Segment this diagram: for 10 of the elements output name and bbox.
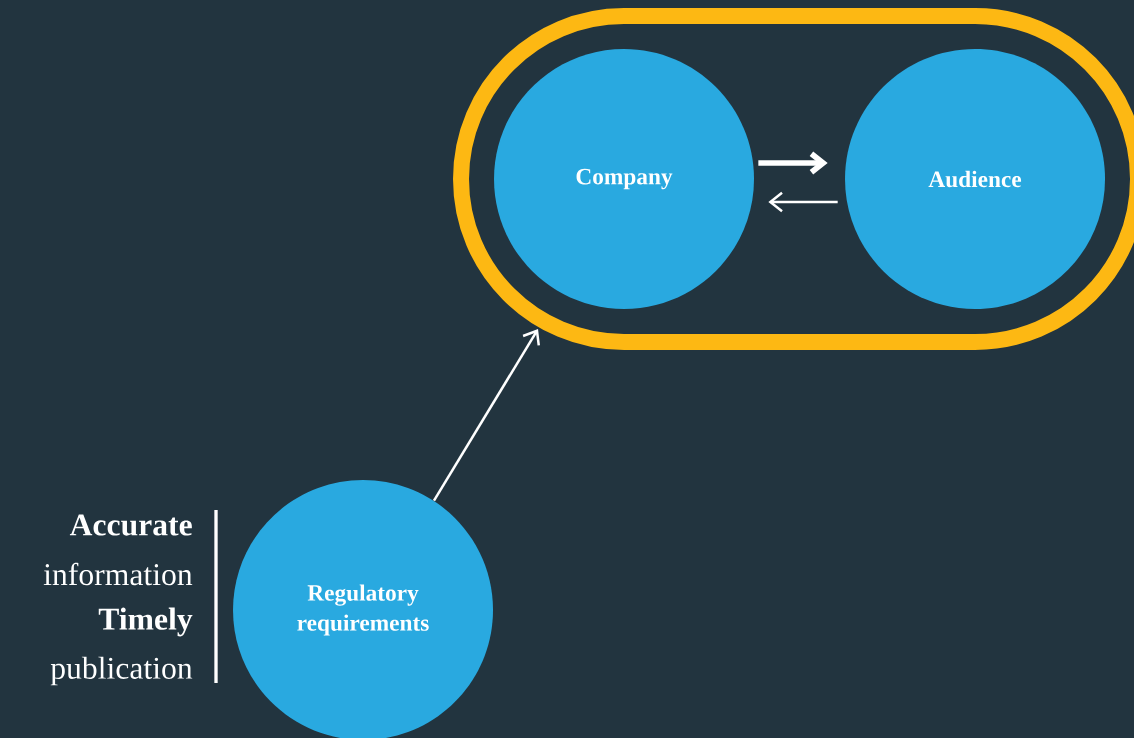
side-text: Timely [98,607,193,637]
arrow [432,329,540,502]
circle-node: Company [494,49,754,309]
arrow [758,151,828,175]
arrow [768,191,838,213]
side-text: information [43,562,193,586]
rounded-band [453,8,1134,350]
circle-node: Audience [845,49,1105,309]
side-text: Accurate [69,514,192,536]
side-text: publication [50,656,193,686]
